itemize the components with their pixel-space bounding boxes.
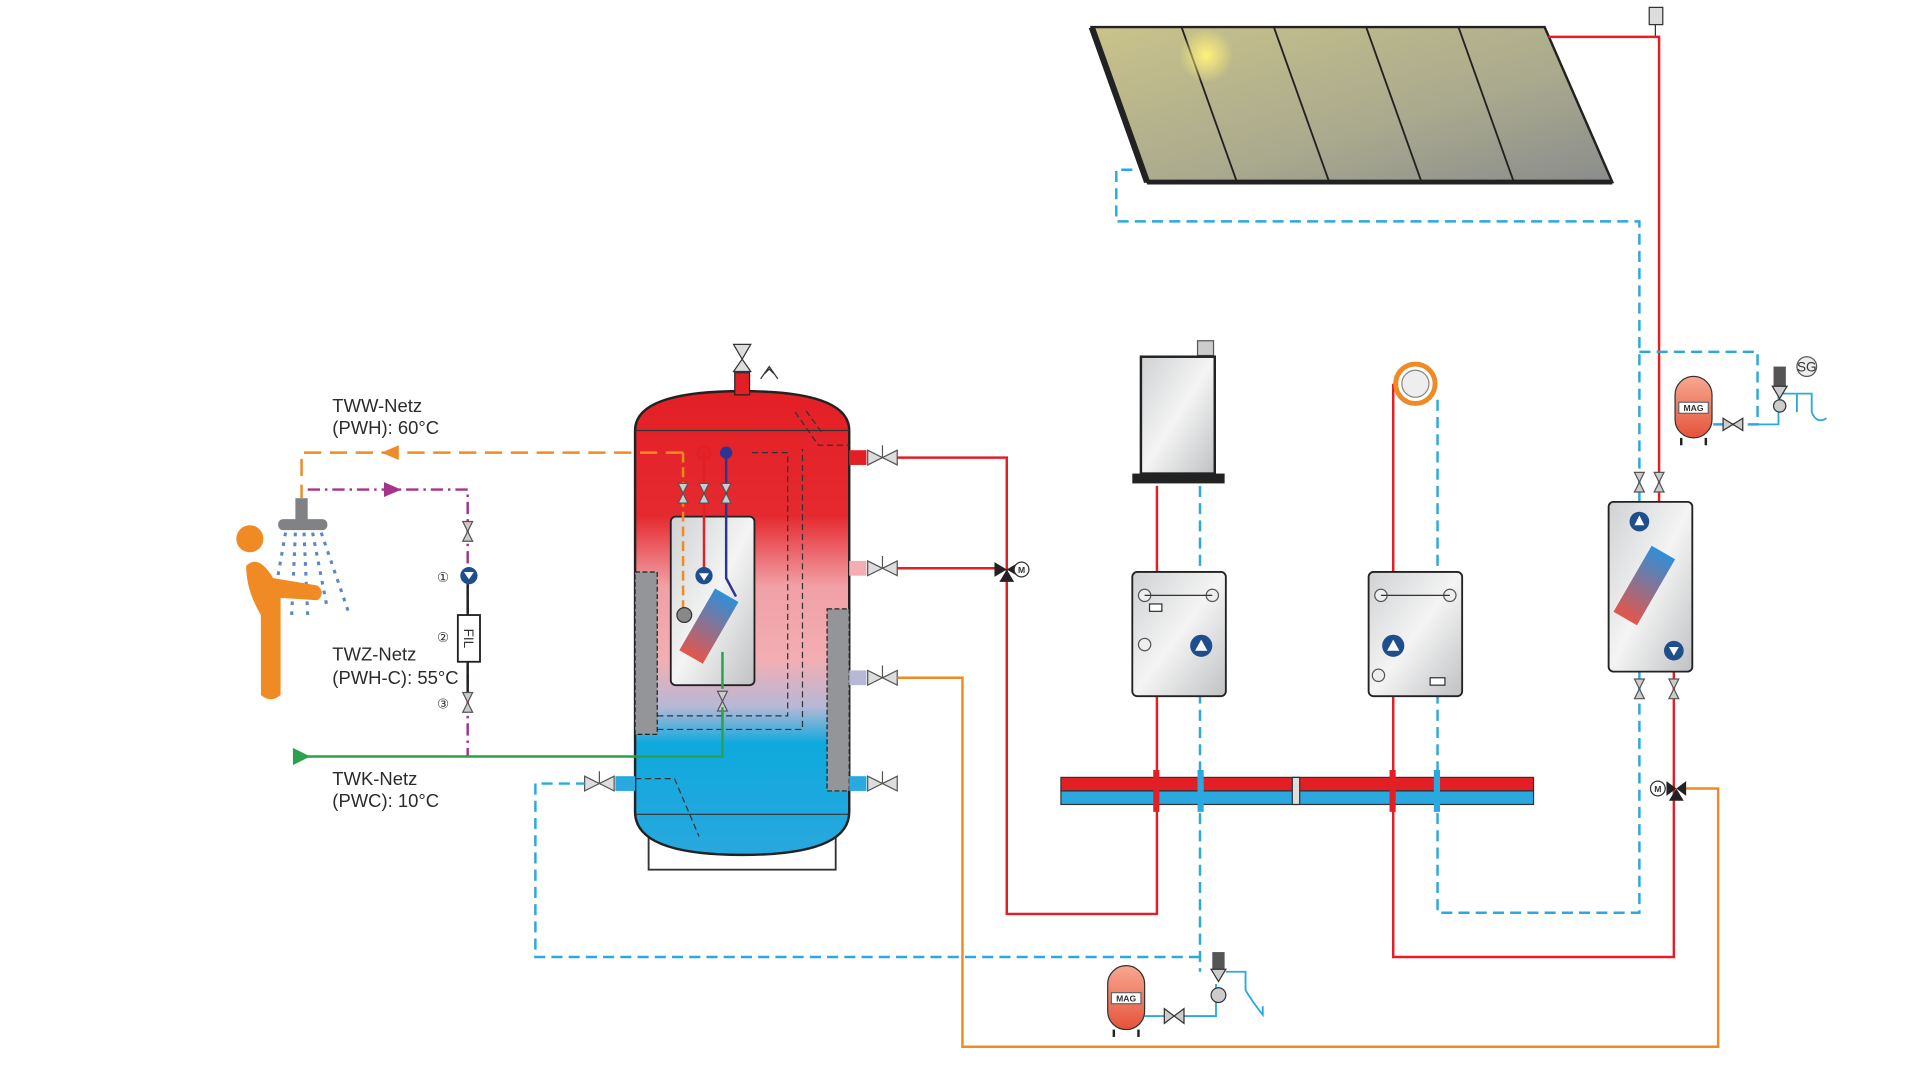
shower-person-icon (236, 498, 351, 700)
mag-label: MAG (1683, 403, 1703, 413)
solar-station (1607, 471, 1694, 700)
tank-top-flow-pipe (897, 456, 1159, 916)
heat-exchanger-icon (1613, 545, 1676, 626)
solar-return-pipe (1115, 168, 1641, 502)
coil-left (634, 571, 658, 735)
distribution-manifold (1060, 770, 1535, 812)
cold-water-pipe (295, 707, 724, 758)
motor-valve-icon: M (994, 561, 1030, 582)
safety-valve-icon (1163, 952, 1227, 1025)
circulation-components: FIL ① ② ③ (437, 520, 481, 713)
safety-valve-icon (1771, 366, 1789, 413)
marker-3: ③ (437, 697, 449, 712)
drain-line (1225, 970, 1264, 1018)
tww-net-label: TWW-Netz (332, 395, 422, 416)
twz-net-temp: (PWH-C): 55°C (332, 667, 458, 688)
coil-right (826, 608, 850, 792)
marker-2: ② (437, 630, 449, 645)
air-vent-icon (1648, 6, 1664, 37)
svg-text:M: M (1654, 784, 1661, 794)
twk-net-label: TWK-Netz (332, 768, 417, 789)
heat-exchanger-icon (679, 588, 739, 664)
tww-net-temp: (PWH): 60°C (332, 417, 439, 438)
cold-water-arrow-icon (292, 747, 311, 766)
solar-return-orange-pipe (897, 676, 1720, 1049)
heat-source-pump-group (1367, 571, 1464, 698)
marker-1: ① (437, 570, 449, 585)
boiler (1132, 340, 1225, 484)
flow-arrow-left-icon (381, 445, 399, 461)
svg-text:M: M (1018, 565, 1025, 575)
circulation-pipe (307, 488, 469, 757)
safety-group-badge: SG (1796, 356, 1818, 378)
boiler-pump-group (1131, 571, 1227, 698)
filter-box (456, 614, 481, 663)
expansion-vessel-bottom: MAG (1107, 964, 1146, 1037)
expansion-line (1144, 959, 1217, 1017)
mag-label: MAG (1116, 993, 1136, 1003)
hot-water-pipe (300, 451, 684, 499)
twk-net-temp: (PWC): 10°C (332, 790, 439, 811)
tank-valves-icon (584, 445, 898, 792)
flow-arrow-right-icon (384, 482, 402, 497)
svg-text:SG: SG (1797, 359, 1817, 374)
sun-reflection (1179, 28, 1234, 83)
buffer-storage-tank (584, 343, 898, 871)
second-source-return-pipe (1436, 399, 1641, 914)
expansion-vessel-top: MAG (1674, 375, 1713, 446)
filter-label: FIL (461, 629, 476, 649)
solar-collector (1088, 25, 1615, 185)
valves-icon (677, 482, 733, 712)
twz-net-label: TWZ-Netz (332, 644, 416, 665)
safety-drain-line (1757, 392, 1827, 426)
valve-icon (1722, 417, 1744, 432)
vent-arrow-icon (760, 365, 779, 380)
flow-sensor-icon (676, 607, 693, 624)
solar-flow-pipe (1548, 35, 1661, 502)
boiler-return-pipe (534, 485, 1202, 972)
motor-valve-icon: M (1649, 780, 1687, 801)
